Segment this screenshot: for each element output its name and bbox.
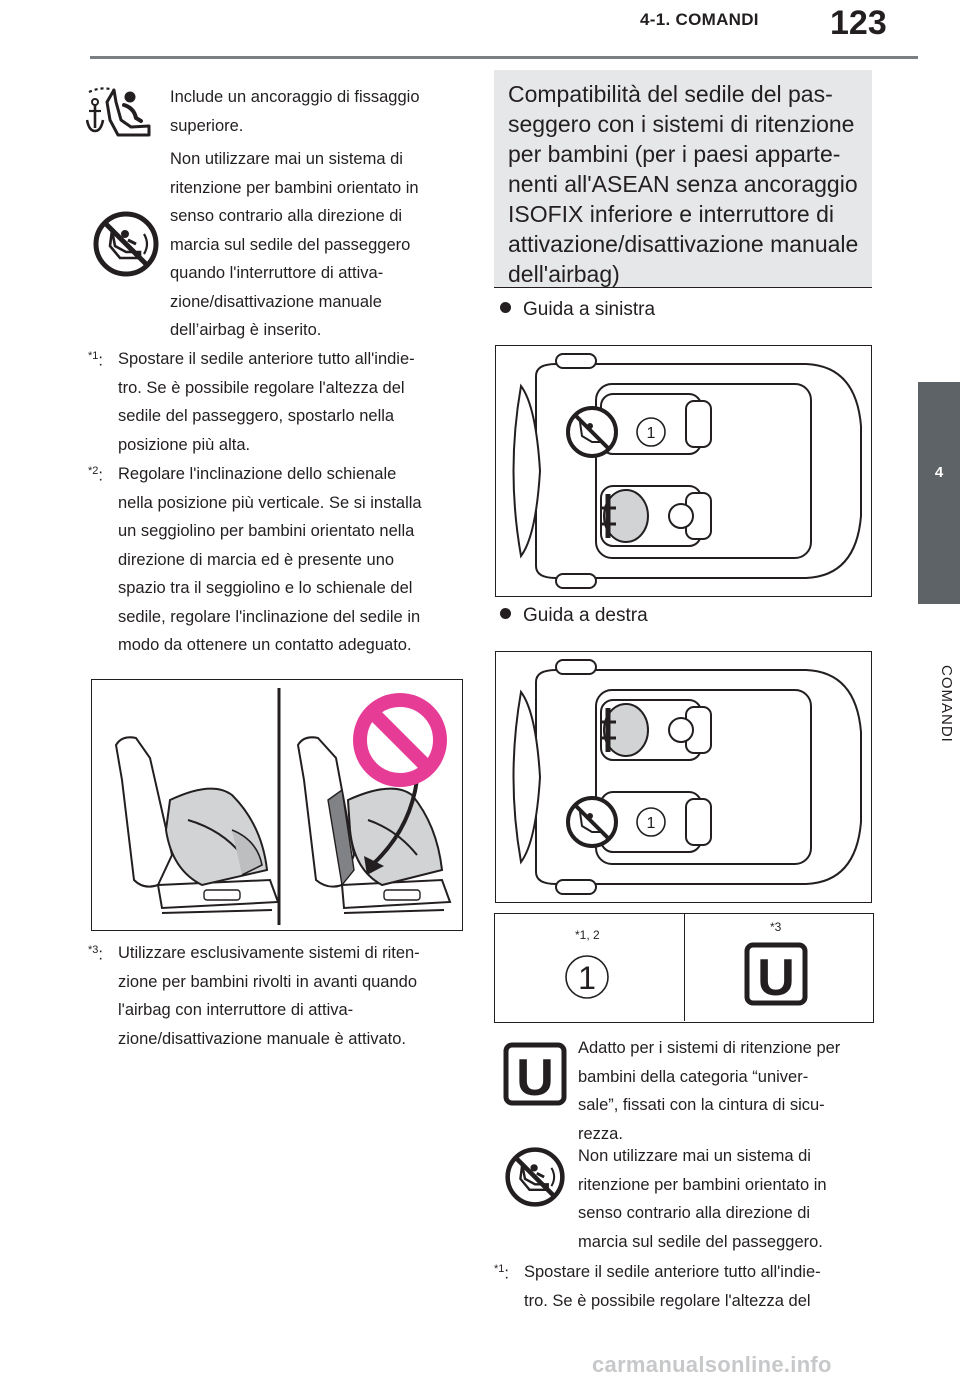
text-line: bambini della categoria “univer- xyxy=(578,1067,809,1086)
note-marker-text: *1 xyxy=(494,1263,505,1275)
note-marker: *2: xyxy=(88,465,103,485)
note-marker-text: *2 xyxy=(88,465,99,477)
bullet-icon xyxy=(500,608,511,620)
bullet-left-hand-drive: Guida a sinistra xyxy=(500,299,655,321)
legend-no-description: Non utilizzare mai un sistema di ritenzi… xyxy=(578,1142,878,1256)
legend-u-description: Adatto per i sistemi di ritenzione per b… xyxy=(578,1034,878,1148)
header-rule xyxy=(90,56,918,59)
text-line: Spostare il sedile anteriore tutto all'i… xyxy=(524,1263,821,1281)
icon1-description: Include un ancoraggio di fissaggio super… xyxy=(170,83,470,140)
text-line: sedile del passeggero, spostarlo nella xyxy=(118,407,395,425)
text-line: spazio tra il seggiolino e lo schienale … xyxy=(118,579,413,597)
text-line: marcia sul sedile del passeggero xyxy=(170,235,411,254)
table-col1-symbol: 1 xyxy=(578,960,596,996)
text-line: dell’airbag è inserito. xyxy=(170,321,322,339)
text-line: zione/disattivazione manuale xyxy=(170,292,382,311)
text-line: rezza. xyxy=(578,1124,623,1143)
title-line: attivazione/disattivazione manuale xyxy=(508,231,859,257)
top-tether-anchor-icon xyxy=(86,87,151,137)
text-line: senso contrario alla direzione di xyxy=(578,1204,811,1222)
seat-mark-icon: 1 xyxy=(565,955,609,999)
title-line: per bambini (per i paesi apparte- xyxy=(508,141,841,167)
text-line: nella posizione più verticale. Se si ins… xyxy=(118,493,422,512)
legend-u-symbol: U xyxy=(516,1049,554,1106)
child-seat-recline-figure xyxy=(91,679,463,931)
title-line: nenti all'ASEAN senza ancoraggio xyxy=(508,171,858,197)
text-line: quando l'interruttore di attiva- xyxy=(170,264,384,282)
bullet-icon xyxy=(500,302,511,314)
title-line: seggero con i sistemi di ritenzione xyxy=(508,111,855,137)
title-line: ISOFIX inferiore e interruttore di xyxy=(508,201,834,227)
text-line: zione/disattivazione manuale è attivato. xyxy=(118,1029,407,1048)
text-line: ritenzione per bambini orientato in xyxy=(170,178,419,197)
note-marker-text: *1 xyxy=(88,350,99,362)
child-seat-illustration xyxy=(114,688,452,925)
text-line: marcia sul sedile del passeggero. xyxy=(578,1232,823,1251)
universal-u-legend-icon: U xyxy=(503,1042,567,1106)
text-line: Non utilizzare mai un sistema di xyxy=(578,1147,811,1165)
no-rear-facing-seat-icon xyxy=(93,211,159,277)
no-rear-facing-seat-legend-icon xyxy=(505,1147,565,1207)
chapter-number: 4 xyxy=(934,464,944,481)
text-line: Adatto per i sistemi di ritenzione per xyxy=(578,1039,841,1057)
table-divider xyxy=(684,913,685,1021)
bullet-text: Guida a destra xyxy=(523,605,648,626)
text-line: Utilizzare esclusivamente sistemi di rit… xyxy=(118,944,420,962)
seat-position-mark: 1 xyxy=(647,425,656,442)
bullet-text: Guida a sinistra xyxy=(523,299,656,320)
icon2-description: Non utilizzare mai un sistema di ritenzi… xyxy=(170,145,480,345)
note2-text: Regolare l'inclinazione dello schienale … xyxy=(118,460,478,660)
note3-text: Utilizzare esclusivamente sistemi di rit… xyxy=(118,939,478,1053)
title-line: Compatibilità del sedile del pas- xyxy=(508,81,833,107)
section-title: Compatibilità del sedile del pas- segger… xyxy=(508,79,866,289)
chapter-label: COMANDI xyxy=(938,665,955,743)
text-line: Regolare l'inclinazione dello schienale xyxy=(118,465,397,483)
note1-text: Spostare il sedile anteriore tutto all'i… xyxy=(118,345,478,459)
seat-position-mark: 1 xyxy=(647,815,656,832)
text-line: l'airbag con interruttore di attiva- xyxy=(118,1001,354,1019)
text-line: zione per bambini rivolti in avanti quan… xyxy=(118,972,418,991)
text-line: tro. Se è possibile regolare l'altezza d… xyxy=(524,1291,811,1310)
note-marker-text: *3 xyxy=(88,944,99,956)
text-line: un seggiolino per bambini orientato nell… xyxy=(118,522,415,540)
right-hand-drive-diagram: 1 xyxy=(495,651,872,903)
car-top-view-rhd: 1 xyxy=(512,659,862,895)
section-title-box xyxy=(494,70,872,288)
page-number: 123 xyxy=(830,4,887,42)
table-col2-label: *3 xyxy=(770,920,782,934)
chapter-tab[interactable] xyxy=(918,382,960,604)
left-hand-drive-diagram: 1 xyxy=(495,345,872,597)
text-line: ritenzione per bambini orientato in xyxy=(578,1175,827,1194)
table-col2-symbol: U xyxy=(757,949,795,1006)
text-line: Non utilizzare mai un sistema di xyxy=(170,150,403,168)
car-top-view-lhd: 1 xyxy=(512,353,862,589)
text-line: sedile, regolare l'inclinazione del sedi… xyxy=(118,607,421,626)
text-line: direzione di marcia ed è presente uno xyxy=(118,550,395,569)
section-header: 4-1. COMANDI xyxy=(640,10,759,29)
bullet-right-hand-drive: Guida a destra xyxy=(500,605,648,627)
text-line: Spostare il sedile anteriore tutto all'i… xyxy=(118,350,415,368)
note-marker: *1: xyxy=(88,350,103,370)
text-line: superiore. xyxy=(170,116,244,135)
table-col1-label: *1, 2 xyxy=(575,928,600,942)
text-line: senso contrario alla direzione di xyxy=(170,207,403,225)
text-line: modo da ottenere un contatto adeguato. xyxy=(118,636,412,654)
right-note1-text: Spostare il sedile anteriore tutto all'i… xyxy=(524,1258,884,1315)
text-line: posizione più alta. xyxy=(118,435,251,454)
title-line: dell'airbag) xyxy=(508,261,620,287)
text-line: Include un ancoraggio di fissaggio xyxy=(170,88,420,106)
universal-u-icon: U xyxy=(744,942,808,1006)
note-marker: *3: xyxy=(88,944,103,964)
note-marker: *1: xyxy=(494,1263,509,1283)
text-line: sale”, fissati con la cintura di sicu- xyxy=(578,1096,825,1114)
text-line: tro. Se è possibile regolare l'altezza d… xyxy=(118,378,405,397)
watermark: carmanualsonline.info xyxy=(592,1352,832,1377)
